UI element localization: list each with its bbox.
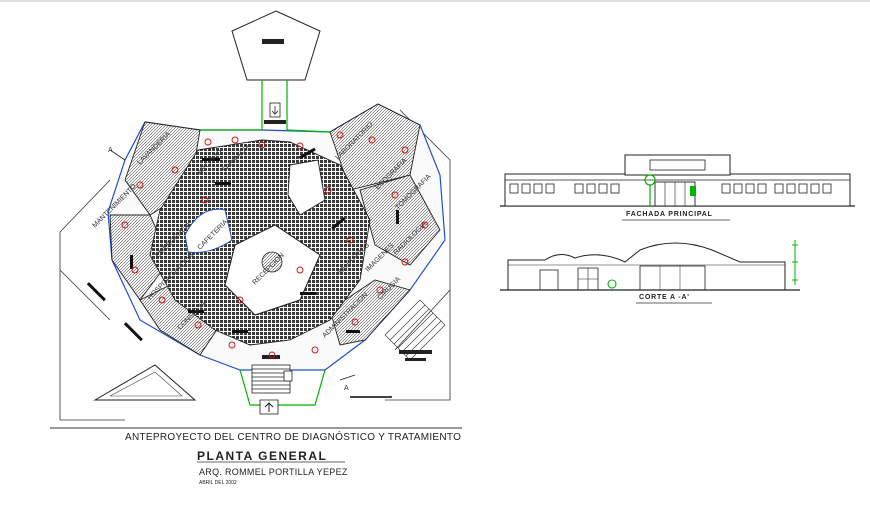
red-markers — [121, 131, 429, 359]
courtyard-north — [287, 159, 326, 216]
section-tree — [607, 279, 617, 289]
south-entry-bar — [262, 355, 280, 359]
courtyard-west — [184, 208, 233, 253]
green-outline-north — [200, 129, 331, 133]
se-stair — [384, 299, 446, 361]
drawing-date: ABRIL DEL 2002 — [199, 480, 237, 486]
facade-windows — [509, 183, 832, 194]
architect-name: ARQ. ROMMEL PORTILLA YEPEZ — [199, 467, 348, 477]
green-outline-south — [239, 369, 326, 406]
front-elevation — [500, 154, 855, 207]
south-up-arrow-icon — [264, 402, 274, 412]
site-boundary-west — [59, 179, 125, 421]
section-a-a — [500, 240, 800, 291]
section-title: CORTE A -A' — [639, 294, 690, 301]
site-plan: A A LAVANDERIA MANTENIMIENTO ARCHIVO FAR… — [59, 10, 451, 421]
wall-marks — [86, 147, 399, 342]
se-legend-bar-1 — [399, 350, 432, 354]
plan-title: PLANTA GENERAL — [197, 449, 328, 463]
entry-corridor — [261, 80, 288, 130]
section-line-a-north — [109, 149, 126, 161]
corridor-bar — [264, 120, 286, 124]
section-line-a-south — [339, 374, 356, 381]
south-stair — [251, 364, 293, 394]
section-a-south-label: A — [344, 385, 349, 392]
up-arrow-icon — [271, 106, 279, 115]
section-a-north-label: A — [108, 147, 113, 154]
se-legend-bar-2 — [405, 358, 426, 361]
wing-northeast — [329, 103, 441, 266]
entry-pentagon — [231, 10, 321, 81]
se-legend-bar-3 — [350, 396, 392, 398]
pentagon-mark — [262, 39, 284, 44]
parking-triangle — [93, 364, 197, 401]
parking-triangle-inner — [109, 371, 183, 397]
project-title: ANTEPROYECTO DEL CENTRO DE DIAGNÓSTICO Y… — [125, 432, 462, 443]
reception-planter — [261, 251, 283, 273]
site-boundary-east — [385, 109, 451, 401]
facade-title: FACHADA PRINCIPAL — [626, 211, 713, 218]
